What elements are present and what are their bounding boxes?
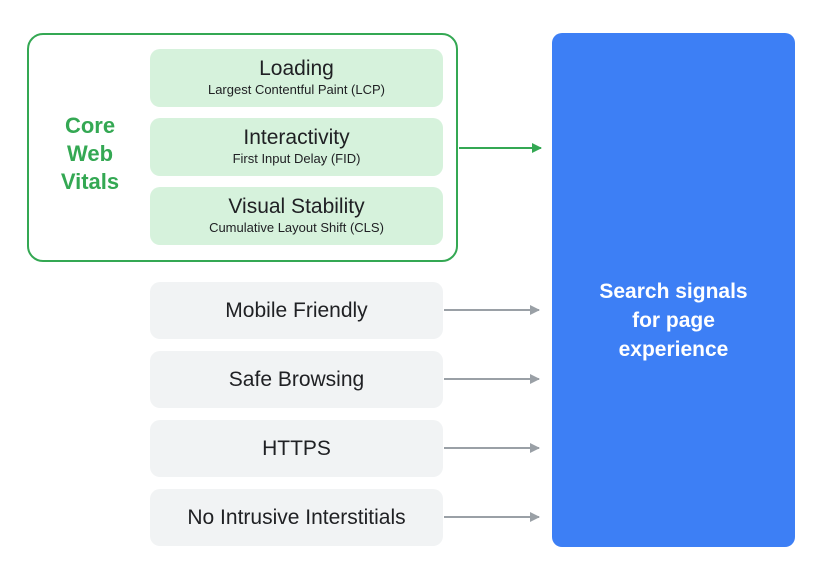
- metric-subtitle: Largest Contentful Paint (LCP): [207, 82, 386, 97]
- signal-no-intrusive-interstitials: No Intrusive Interstitials: [150, 489, 443, 546]
- metric-title: Loading: [259, 57, 334, 80]
- cwv-label-line-1: Core: [64, 113, 116, 138]
- signal-mobile-friendly: Mobile Friendly: [150, 282, 443, 339]
- search-signals-box: Search signals for page experience: [552, 33, 795, 547]
- metric-title: Visual Stability: [228, 195, 365, 218]
- metric-interactivity: Interactivity First Input Delay (FID): [150, 118, 443, 176]
- result-line-2: for page: [632, 309, 715, 332]
- cwv-label-line-2: Web: [66, 141, 114, 166]
- core-web-vitals-group: [27, 33, 458, 262]
- core-web-vitals-label: Core Web Vitals: [40, 112, 140, 196]
- search-signals-label: Search signals for page experience: [552, 277, 795, 364]
- metric-loading: Loading Largest Contentful Paint (LCP): [150, 49, 443, 107]
- signal-https: HTTPS: [150, 420, 443, 477]
- metric-title: Interactivity: [243, 126, 350, 149]
- cwv-label-line-3: Vitals: [60, 169, 120, 194]
- result-line-3: experience: [618, 338, 729, 361]
- metric-subtitle: First Input Delay (FID): [232, 151, 361, 166]
- metric-visual-stability: Visual Stability Cumulative Layout Shift…: [150, 187, 443, 245]
- signal-safe-browsing: Safe Browsing: [150, 351, 443, 408]
- result-line-1: Search signals: [599, 280, 748, 303]
- metric-subtitle: Cumulative Layout Shift (CLS): [209, 220, 384, 235]
